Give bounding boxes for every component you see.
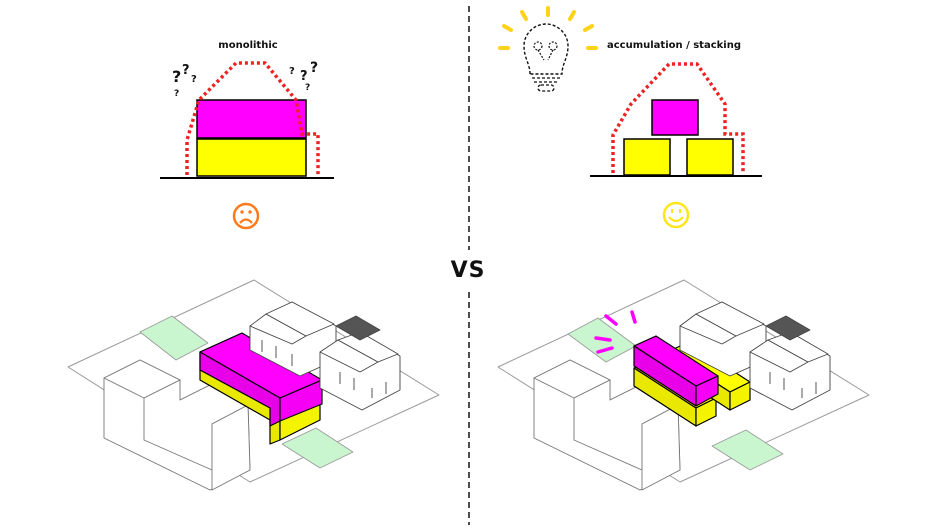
monolithic-label: monolithic bbox=[218, 40, 278, 51]
existing-terrace-houses-left bbox=[249, 301, 401, 411]
vs-label: VS bbox=[450, 258, 486, 283]
green-street-strip-back-left bbox=[139, 315, 209, 361]
svg-text:?: ? bbox=[305, 83, 310, 93]
sad-face-icon bbox=[232, 202, 260, 230]
monolithic-axonometric-view bbox=[67, 279, 440, 491]
stacking-envelope-outline bbox=[611, 62, 745, 173]
monolithic-section-diagram: ? ? ? ? ? ? ? ? bbox=[160, 60, 334, 230]
monolithic-upper-block bbox=[196, 99, 307, 139]
svg-text:?: ? bbox=[300, 69, 308, 84]
neighbour-building-left bbox=[103, 359, 251, 491]
stacking-section-diagram bbox=[498, 6, 762, 229]
stacking-axonometric-view bbox=[497, 279, 870, 491]
svg-text:?: ? bbox=[191, 74, 197, 85]
question-marks-icon: ? ? ? ? ? ? ? ? bbox=[172, 60, 318, 99]
svg-text:?: ? bbox=[174, 89, 179, 99]
svg-text:?: ? bbox=[289, 66, 295, 77]
svg-text:?: ? bbox=[172, 67, 181, 86]
green-street-strip-front-right bbox=[711, 429, 784, 471]
green-street-strip-front-left bbox=[281, 427, 354, 469]
existing-terrace-houses-right bbox=[679, 301, 831, 411]
lightbulb-icon bbox=[498, 6, 598, 92]
svg-text:?: ? bbox=[182, 63, 190, 78]
monolithic-magenta-volume bbox=[199, 332, 323, 427]
monolithic-envelope-outline bbox=[185, 61, 320, 175]
stacking-lower-block-left bbox=[623, 138, 671, 176]
svg-text:?: ? bbox=[310, 60, 318, 76]
emphasis-rays bbox=[594, 310, 637, 354]
smiley-face-icon bbox=[662, 201, 690, 229]
accumulation-stacking-label: accumulation / stacking bbox=[606, 40, 741, 51]
stacking-lower-block-right bbox=[686, 138, 734, 176]
stacking-magenta-bar bbox=[633, 335, 719, 407]
stacking-upper-block bbox=[651, 99, 699, 136]
monolithic-lower-block bbox=[196, 138, 307, 177]
